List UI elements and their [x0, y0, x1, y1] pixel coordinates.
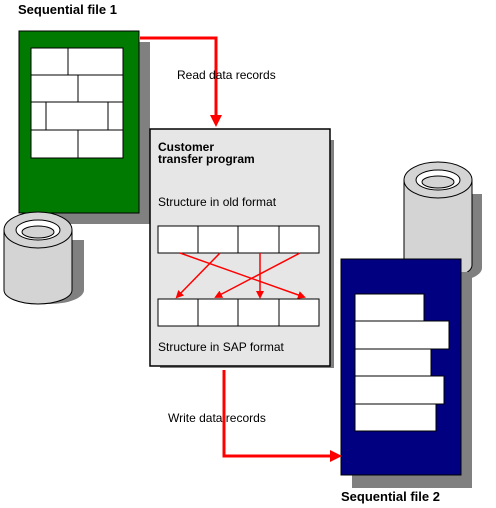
- file2-records: [354, 293, 450, 432]
- storage-cylinder-1-icon: [3, 211, 84, 305]
- sap-format-structure: [157, 298, 320, 327]
- file1-records: [30, 47, 124, 159]
- storage-cylinder-2-icon: [403, 161, 482, 282]
- sequential-file-2: [340, 258, 472, 488]
- program-title-line2: transfer program: [158, 152, 255, 166]
- file1-title: Sequential file 1: [18, 2, 117, 17]
- write-flow-arrow: [222, 370, 342, 462]
- program-title-line1: Customer: [158, 140, 215, 154]
- sequential-file-1: [18, 30, 150, 224]
- write-records-label: Write data records: [168, 411, 266, 425]
- file2-title: Sequential file 2: [341, 489, 440, 504]
- read-records-label: Read data records: [177, 68, 276, 82]
- sap-structure-label: Structure in SAP format: [158, 340, 284, 354]
- old-format-structure: [157, 225, 320, 254]
- read-flow-arrow: [140, 36, 222, 127]
- field-mapping-arrows: [175, 252, 306, 299]
- old-structure-label: Structure in old format: [158, 195, 277, 209]
- customer-transfer-program: [149, 128, 334, 368]
